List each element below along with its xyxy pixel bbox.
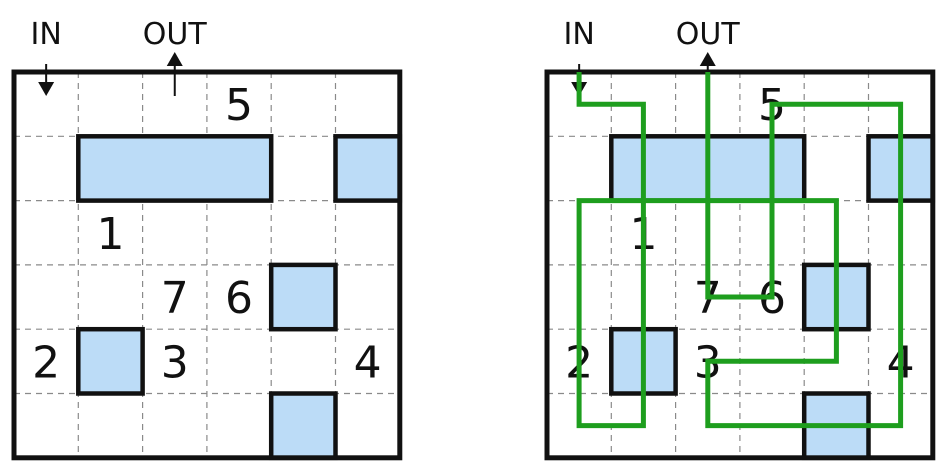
blocked-region	[76, 134, 274, 203]
cell-number: 2	[32, 337, 60, 388]
cell-number: 3	[161, 337, 189, 388]
blocked-region	[76, 326, 145, 396]
in-label: IN	[31, 17, 62, 52]
cell-number: 1	[96, 209, 124, 260]
out-arrow-head	[699, 52, 716, 66]
cell-number: 4	[354, 337, 382, 388]
solution-path	[576, 72, 904, 429]
grid-border	[11, 69, 403, 461]
blocked-region	[268, 391, 338, 461]
out-arrow-head	[166, 52, 183, 66]
cell-number: 5	[225, 80, 253, 131]
blocked-region	[333, 134, 403, 203]
cell-number: 7	[161, 273, 189, 324]
cell-number: 6	[225, 273, 253, 324]
out-label: OUT	[676, 17, 741, 52]
in-label: IN	[564, 17, 595, 52]
in-arrow-head	[38, 82, 55, 96]
grid-border	[544, 69, 936, 461]
blocked-region	[268, 262, 338, 332]
out-label: OUT	[143, 17, 208, 52]
